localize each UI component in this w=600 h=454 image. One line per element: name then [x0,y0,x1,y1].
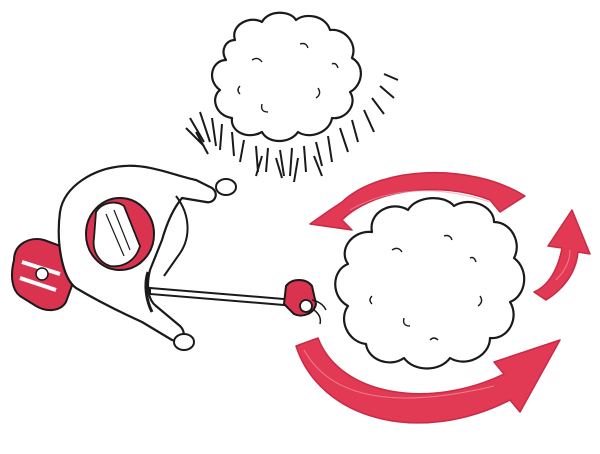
arrow-right [534,210,590,300]
operator-helmet [86,198,154,270]
lower-bush [335,198,524,368]
operator-with-trimmer [12,166,326,350]
upper-bush [212,13,361,141]
trimmer-shaft [150,288,296,306]
trimmer-head [284,280,326,324]
